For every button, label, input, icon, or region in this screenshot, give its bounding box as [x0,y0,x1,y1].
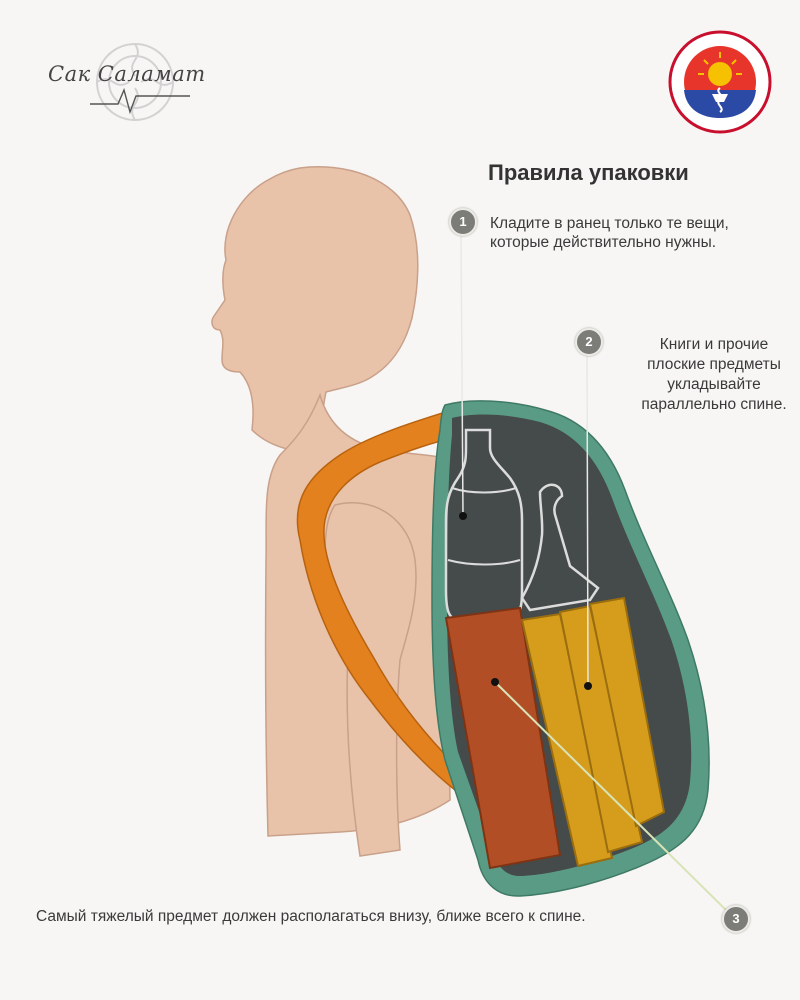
heavy-book [444,606,562,870]
ministry-health-seal-icon [668,30,772,134]
target-dot-2 [584,682,592,690]
ornament-pulse-logo-icon [90,43,190,121]
flat-book-1 [520,612,614,868]
step-text-3: Самый тяжелый предмет должен располагать… [36,908,586,925]
diagram-title: Правила упаковки [488,160,689,185]
backpack-strap [296,409,461,792]
step-text-1: Кладите в ранец только те вещи, которые … [490,215,729,251]
step-badge-3: 3 [722,905,750,933]
logo-text: Сак Саламат [48,62,206,86]
step-badge-2: 2 [575,328,603,356]
target-dot-3 [491,678,499,686]
flat-book-2 [558,604,644,854]
flat-book-3 [588,596,666,828]
target-dot-1 [459,512,467,520]
step-text-2: Книги и прочие плоские предметы укладыва… [641,336,787,413]
leader-line-2 [586,351,589,687]
person-head [211,166,419,454]
leader-line-1 [460,231,464,517]
leader-line-3 [494,681,729,913]
bottle-ring [447,487,521,566]
step-badge-1: 1 [449,208,477,236]
lunch-bag [520,483,600,612]
